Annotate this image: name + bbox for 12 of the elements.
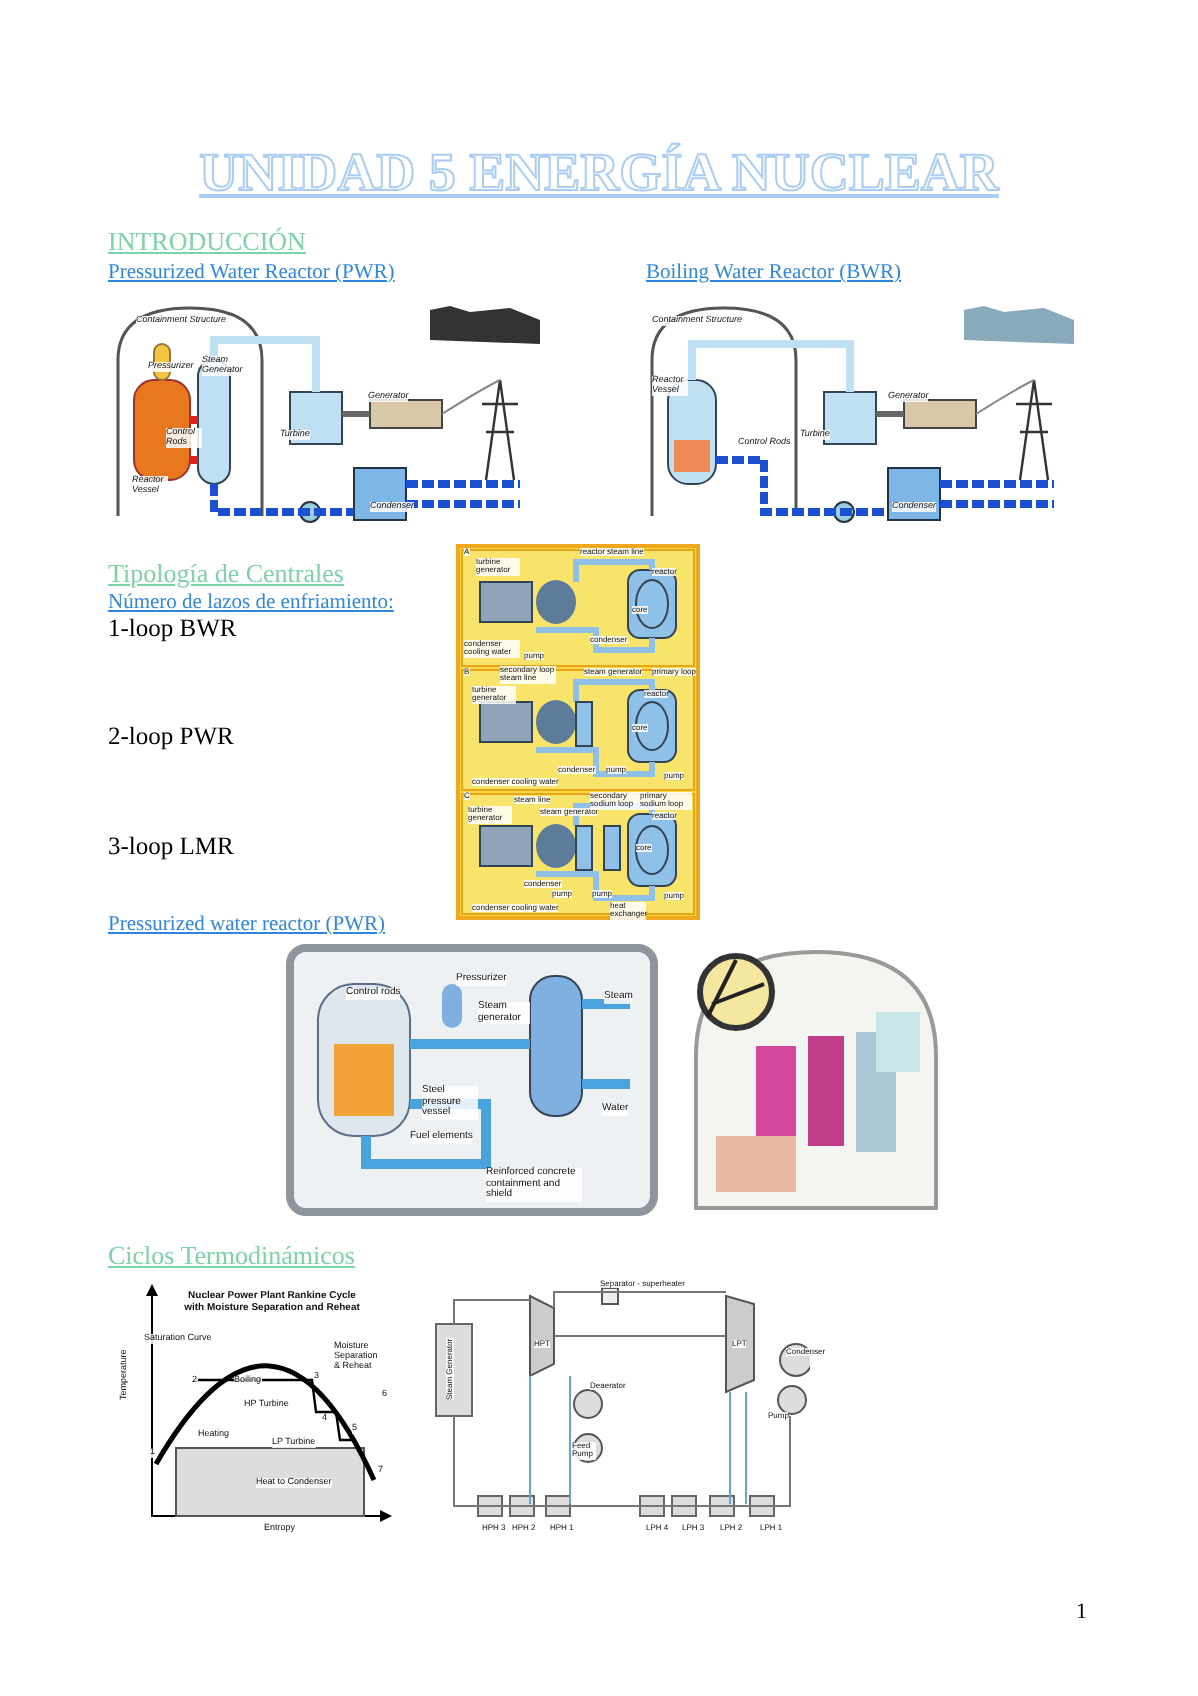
page-title: UNIDAD 5 ENERGÍA NUCLEAR: [197, 144, 1003, 204]
body-text: 2-loop PWR: [108, 724, 234, 752]
subheading: Boiling Water Reactor (BWR): [646, 262, 902, 286]
page-number: 1: [1076, 1600, 1087, 1625]
section-heading: Tipología de Centrales: [108, 560, 344, 589]
subheading: Pressurized Water Reactor (PWR): [108, 262, 395, 286]
subheading: Número de lazos de enfriamiento:: [108, 592, 394, 616]
section-heading: INTRODUCCIÓN: [108, 228, 306, 257]
section-heading: Ciclos Termodinámicos: [108, 1242, 355, 1271]
body-text: 1-loop BWR: [108, 616, 237, 644]
body-text: 3-loop LMR: [108, 834, 234, 862]
subheading: Pressurized water reactor (PWR): [108, 914, 385, 938]
